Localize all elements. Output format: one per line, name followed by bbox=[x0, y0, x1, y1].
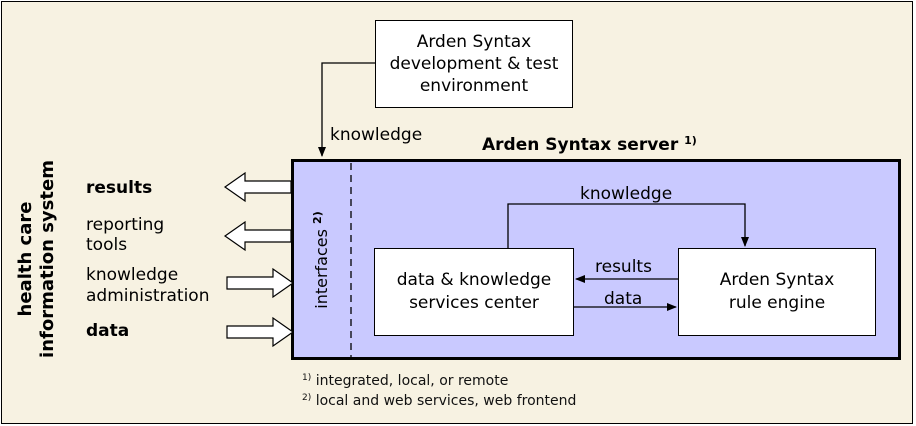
footnote-1-text: integrated, local, or remote bbox=[315, 373, 509, 389]
services-center-line1: data & knowledge bbox=[396, 270, 552, 290]
inner-data-label: data bbox=[604, 289, 643, 309]
external-reporting-label-line1: reporting bbox=[86, 215, 165, 235]
inner-knowledge-connector bbox=[507, 203, 749, 248]
external-data-label: data bbox=[86, 321, 130, 341]
knowledge-top-label: knowledge bbox=[330, 125, 423, 145]
dev-environment-line2: development & test bbox=[389, 54, 559, 74]
rule-engine-line1: Arden Syntax bbox=[719, 270, 835, 290]
dev-environment-box: Arden Syntax development & test environm… bbox=[375, 20, 573, 108]
rule-engine-box: Arden Syntax rule engine bbox=[678, 248, 876, 336]
knowledge-connector bbox=[318, 62, 375, 157]
dev-environment-line3: environment bbox=[419, 76, 529, 96]
services-center-box: data & knowledge services center bbox=[374, 248, 574, 336]
inner-knowledge-label: knowledge bbox=[580, 184, 673, 204]
footnote-1: 1) integrated, local, or remote bbox=[302, 373, 508, 389]
services-center-line2: services center bbox=[409, 293, 539, 313]
external-knowledge-label-line2: administration bbox=[86, 286, 210, 306]
footnote-1-mark: 1) bbox=[302, 373, 312, 383]
knowledge-admin-in-arrow bbox=[226, 267, 295, 299]
rule-engine-line2: rule engine bbox=[728, 293, 826, 313]
external-knowledge-label-line1: knowledge bbox=[86, 265, 179, 285]
data-in-arrow bbox=[226, 316, 295, 348]
footnote-2-mark: 2) bbox=[302, 393, 312, 403]
server-title-note: 1) bbox=[684, 134, 697, 147]
server-title-text: Arden Syntax server bbox=[482, 135, 679, 155]
reporting-out-arrow bbox=[223, 220, 292, 252]
server-title: Arden Syntax server 1) bbox=[482, 131, 697, 155]
footnote-2-text: local and web services, web frontend bbox=[315, 393, 577, 409]
external-reporting-label-line2: tools bbox=[86, 235, 128, 255]
results-out-arrow bbox=[223, 171, 292, 203]
external-results-label: results bbox=[86, 178, 153, 198]
dev-environment-line1: Arden Syntax bbox=[416, 32, 532, 52]
footnote-2: 2) local and web services, web frontend bbox=[302, 393, 576, 409]
inner-results-label: results bbox=[595, 257, 652, 277]
